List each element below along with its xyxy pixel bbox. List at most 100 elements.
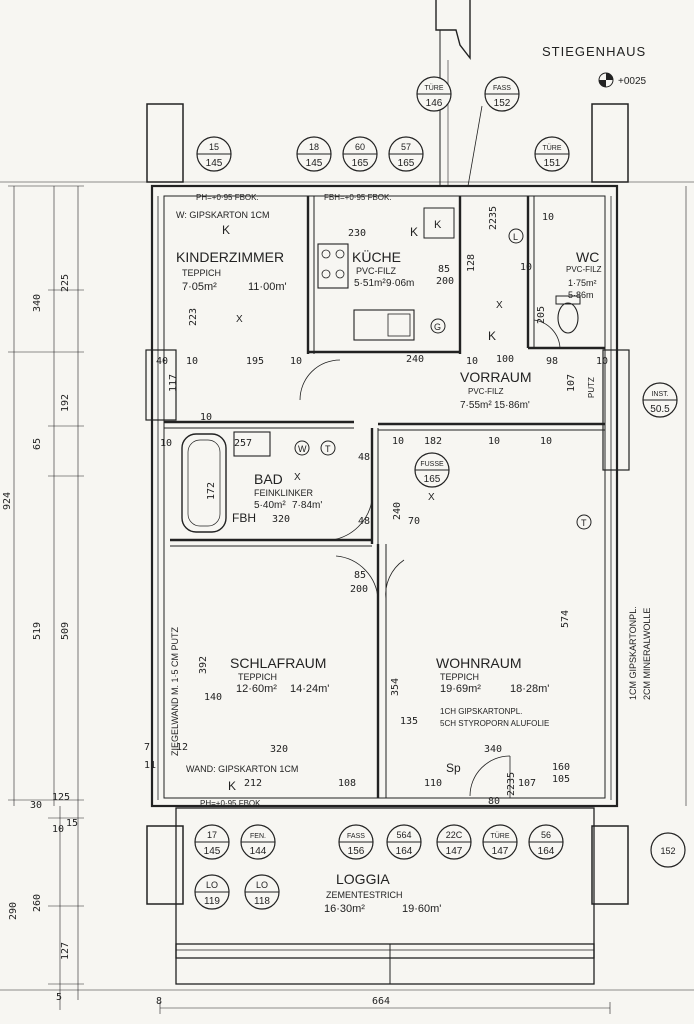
door-loggia [469, 755, 511, 797]
dim-10i: 10 [488, 436, 500, 447]
dim-128: 128 [466, 254, 477, 272]
dim-85b: 85 [354, 570, 366, 581]
dim-10d: 10 [466, 356, 478, 367]
symbol-t-wohn: T [581, 518, 587, 528]
dim-105: 105 [552, 774, 570, 785]
room-kinder-floor: TEPPICH [182, 268, 221, 278]
dim-10f: 10 [200, 412, 212, 423]
dim-160: 160 [552, 762, 570, 773]
note-wohn-2: 5CH STYROPORN ALUFOLIE [440, 719, 549, 728]
tag-top: INST. [651, 391, 668, 398]
dim-240b: 240 [392, 502, 403, 520]
note-fbh-top-mid: FBH=+0·95 FBOK. [324, 193, 392, 202]
tag-circle: 152 [650, 832, 686, 868]
level-mark-icon [598, 72, 614, 88]
note-right-wall-2: 2CM MINERALWOLLE [642, 608, 652, 700]
outer-wall-inner-line [163, 195, 606, 799]
room-loggia-floor: ZEMENTESTRICH [326, 890, 403, 900]
dim-223: 223 [188, 308, 199, 326]
stove-burner-2 [335, 249, 345, 259]
note-fbh-top-left: PH=+0·95 FBOK. [196, 193, 259, 202]
tag-top: 57 [401, 142, 411, 152]
symbols: K K K K K W T T G L X X X X [222, 219, 592, 793]
dim-2235: 2235 [506, 772, 517, 796]
pier-bottom-left [146, 825, 184, 905]
dim-10b: 10 [186, 356, 198, 367]
toilet-bowl [557, 302, 579, 334]
tag-bottom: 152 [494, 98, 511, 109]
tag-bottom: 145 [204, 846, 221, 857]
tag-bottom: 118 [254, 896, 270, 907]
dim-320b: 320 [270, 744, 288, 755]
tag-circle: FEN. 144 [240, 824, 276, 860]
dim-354: 354 [390, 678, 401, 696]
dim-192: 192 [60, 394, 71, 412]
dim-10e: 10 [596, 356, 608, 367]
tag-bottom: 147 [446, 846, 463, 857]
pier-bottom-right [591, 825, 629, 905]
room-kinder-area: 7·05m² [182, 281, 217, 293]
room-vorraum-name: VORRAUM [460, 369, 532, 385]
tag-top: LO [206, 880, 218, 890]
tag-bottom: 145 [306, 158, 323, 169]
room-kueche-area: 5·51m² [354, 278, 386, 289]
symbol-k-kueche-2: K [434, 219, 442, 231]
note-wand-bottom: WAND: GIPSKARTON 1CM [186, 764, 298, 774]
room-schlaf-area: 12·60m² [236, 683, 277, 695]
room-schlaf-name: SCHLAFRAUM [230, 655, 326, 671]
tag-bottom: 144 [250, 846, 267, 857]
dim-340b: 340 [484, 744, 502, 755]
bathtub-inner [187, 439, 221, 527]
stove-burner-3 [321, 269, 331, 279]
dim-8: 8 [156, 996, 162, 1007]
symbol-x-kinder: X [236, 314, 243, 325]
tag-top: 17 [207, 830, 217, 840]
dim-40: 40 [156, 356, 168, 367]
kitchen-counter [317, 243, 349, 289]
level-mark: +0025 [618, 76, 647, 87]
note-putz: PUTZ [587, 377, 596, 398]
dim-70: 70 [408, 516, 420, 527]
dim-664: 664 [372, 996, 390, 1007]
tag-top: TÜRE [542, 144, 561, 152]
dim-225: 225 [60, 274, 71, 292]
room-bad-perim: 7·84m' [292, 500, 322, 511]
room-wohn-name: WOHNRAUM [436, 655, 522, 671]
dim-519: 519 [32, 622, 43, 640]
door-wohn [385, 559, 405, 601]
room-wc-area: 1·75m² [568, 278, 597, 288]
room-vorraum-floor: PVC-FILZ [468, 387, 504, 396]
tag-top: 152 [660, 846, 675, 856]
dim-205: 205 [536, 306, 547, 324]
symbol-t-wohn-ring [576, 514, 592, 530]
dim-10h: 10 [392, 436, 404, 447]
dim-200b: 200 [350, 584, 368, 595]
toilet-tank [555, 295, 581, 305]
dim-257: 257 [234, 438, 252, 449]
dim-574: 574 [560, 610, 571, 628]
room-schlaf-perim: 14·24m' [290, 683, 329, 695]
bathtub [181, 433, 227, 533]
dim-ticks [8, 185, 611, 1014]
symbol-l-ring [508, 228, 524, 244]
dim-85: 85 [438, 264, 450, 275]
kitchen-sink-inner [387, 313, 411, 337]
stair-wall [435, 0, 471, 61]
tag-bottom: 165 [352, 158, 369, 169]
tag-bottom: 164 [538, 846, 555, 857]
symbol-k-schlaf: K [228, 779, 236, 793]
note-gipskarton-top: W: GIPSKARTON 1CM [176, 210, 270, 220]
tag-top: FEN. [250, 833, 266, 840]
room-kueche-name: KÜCHE [352, 248, 401, 265]
dim-10l: 10 [542, 212, 554, 223]
room-kueche-perim: 9·06m [386, 278, 414, 289]
window-right-vorraum [602, 349, 630, 471]
